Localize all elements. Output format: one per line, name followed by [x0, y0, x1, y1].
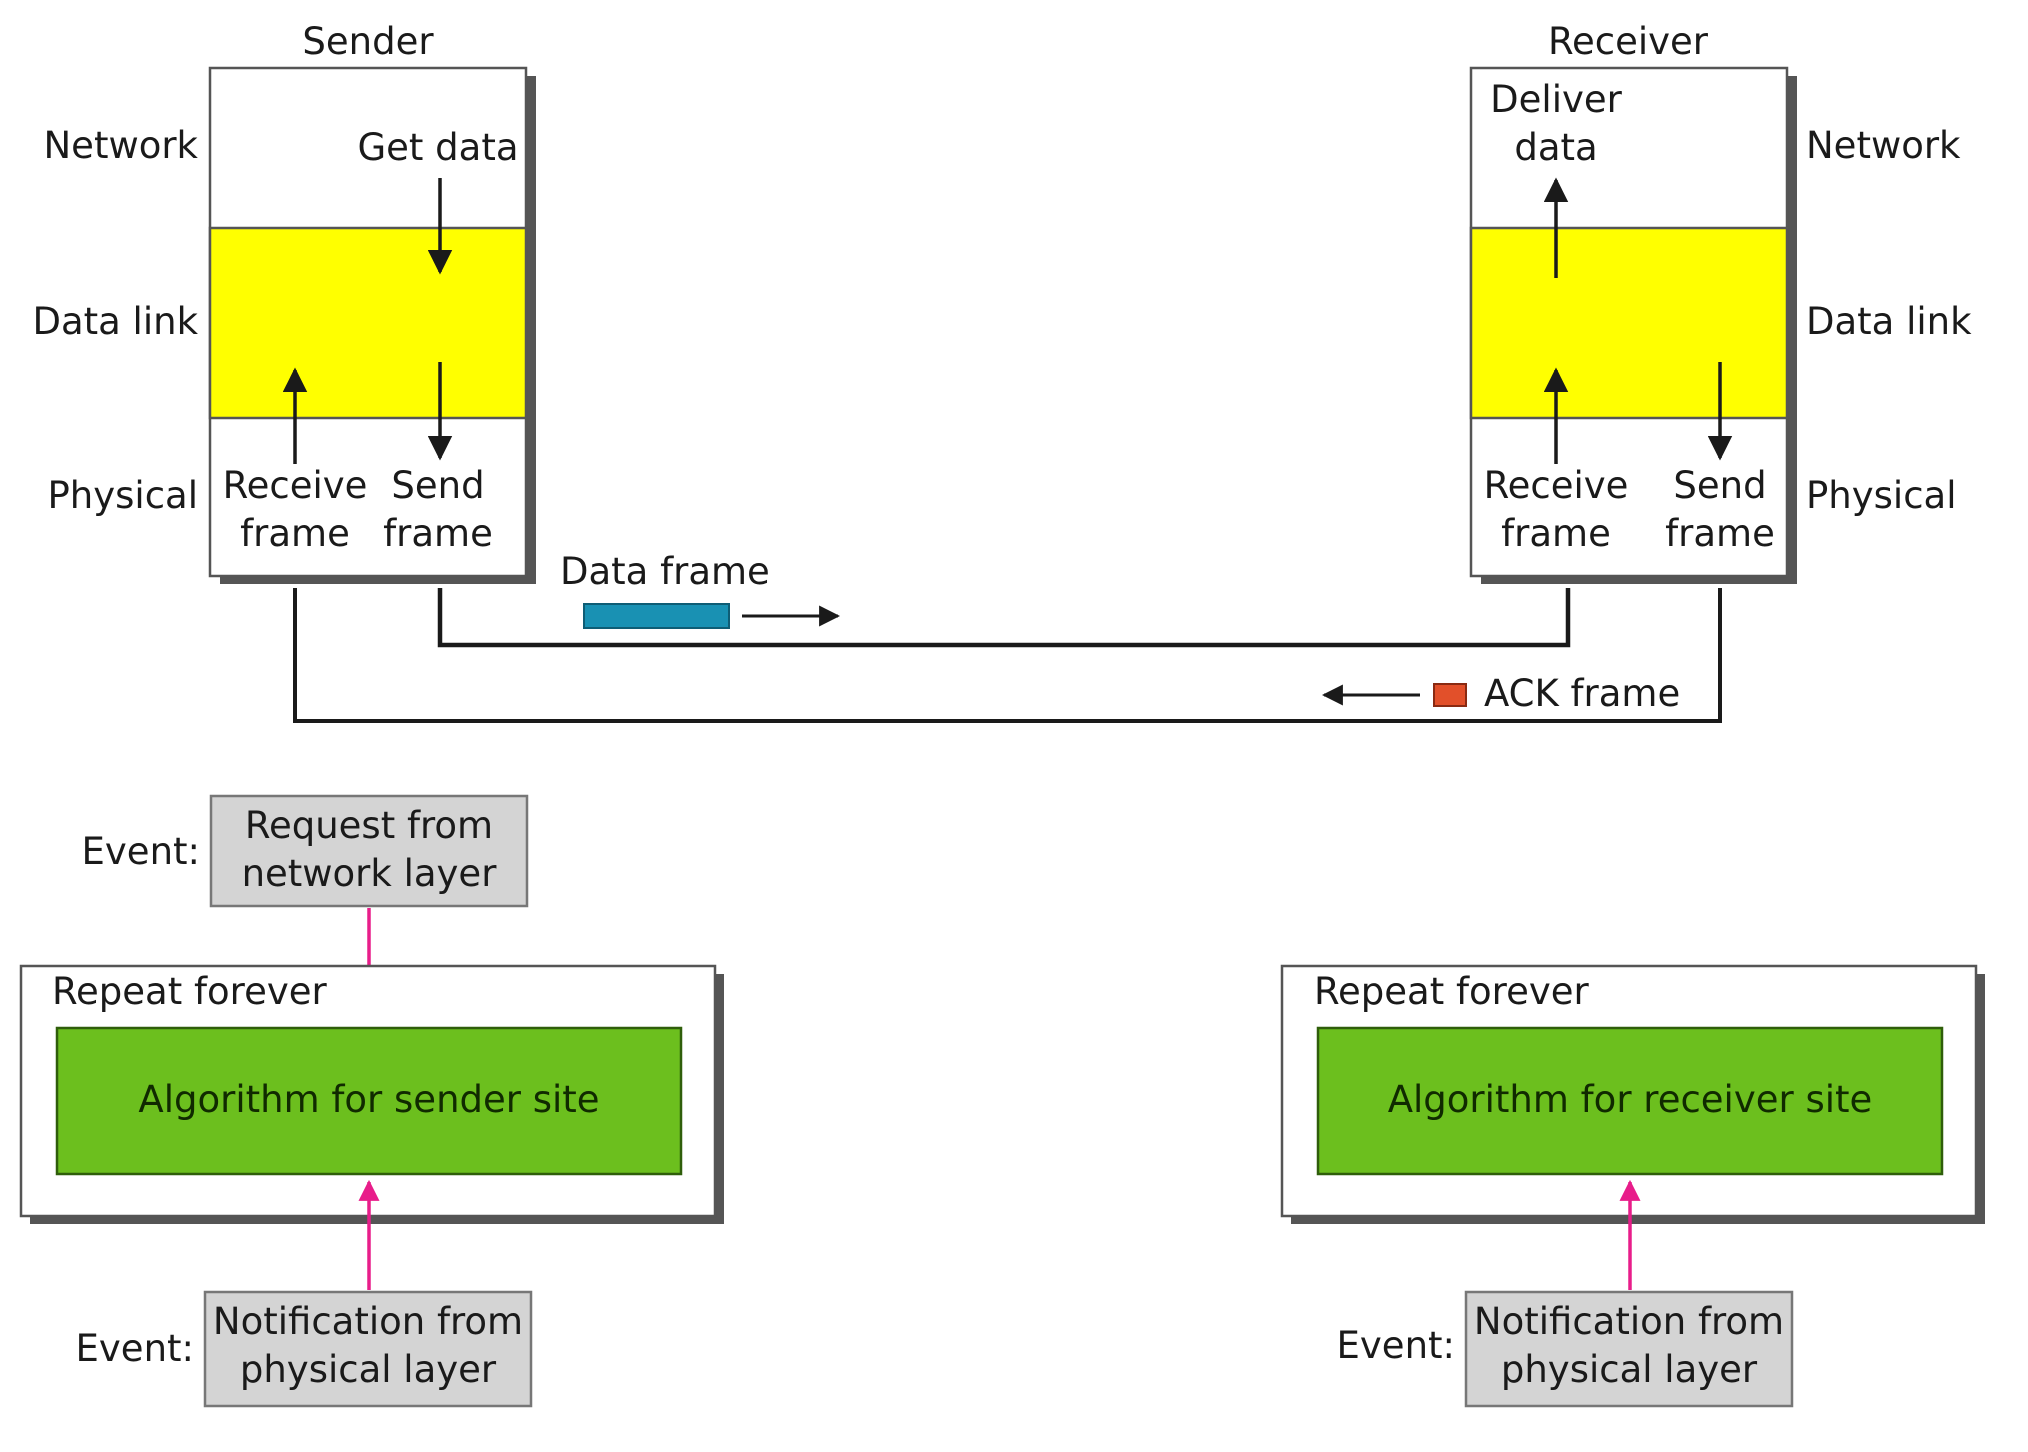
receiver-algorithm-label: Algorithm for receiver site [1388, 1078, 1873, 1121]
sender-stack: Sender Network Data link Physical Get da… [32, 20, 536, 584]
sender-send-frame-line2: frame [383, 512, 493, 555]
sender-receive-frame-line1: Receive [223, 464, 368, 507]
sender-physical-label: Physical [47, 474, 198, 517]
sender-top-event-line1: Request from [245, 804, 493, 847]
receiver-bottom-event-box [1464, 1290, 1794, 1408]
sender-algorithm-label: Algorithm for sender site [138, 1078, 599, 1121]
receiver-bottom-event-label: Event: [1337, 1324, 1455, 1367]
sender-title: Sender [302, 20, 434, 63]
sender-bottom-event-label: Event: [76, 1327, 194, 1370]
receiver-receive-frame-line2: frame [1501, 512, 1611, 555]
receiver-physical-label: Physical [1806, 474, 1957, 517]
data-frame-label: Data frame [560, 550, 770, 593]
receiver-deliver-data-line2: data [1514, 126, 1597, 169]
receiver-deliver-data-line1: Deliver [1490, 78, 1622, 121]
receiver-site: Repeat forever Algorithm for receiver si… [1280, 964, 1985, 1408]
sender-network-label: Network [44, 124, 199, 167]
sender-send-frame-line1: Send [391, 464, 484, 507]
data-frame-line [437, 588, 1571, 648]
data-frame-block [583, 603, 730, 629]
receiver-network-label: Network [1806, 124, 1961, 167]
sender-top-event-line2: network layer [242, 852, 498, 895]
sender-top-event-label: Event: [82, 830, 200, 873]
sender-get-data-label: Get data [357, 126, 518, 169]
ack-frame-label: ACK frame [1484, 672, 1680, 715]
receiver-data-link-layer [1469, 226, 1789, 420]
channel: Data frame ACK frame [293, 550, 1722, 723]
receiver-bottom-event-line2: physical layer [1501, 1348, 1758, 1391]
sender-top-event-box [209, 794, 529, 908]
receiver-stack: Receiver Network Data link Physical Deli… [1469, 20, 1972, 584]
sender-data-link-label: Data link [32, 300, 198, 343]
sender-repeat-label: Repeat forever [52, 970, 327, 1013]
receiver-algorithm-box [1316, 1026, 1944, 1176]
sender-bottom-event-line2: physical layer [240, 1348, 497, 1391]
sender-algorithm-box [55, 1026, 683, 1176]
sender-site: Event: Request from network layer Repeat… [19, 794, 724, 1408]
receiver-title: Receiver [1548, 20, 1709, 63]
receiver-send-frame-line2: frame [1665, 512, 1775, 555]
sender-bottom-event-box [203, 1290, 533, 1408]
sender-receive-frame-line2: frame [240, 512, 350, 555]
receiver-bottom-event-line1: Notification from [1474, 1300, 1784, 1343]
receiver-send-frame-line1: Send [1673, 464, 1766, 507]
ack-frame-block [1433, 683, 1467, 707]
receiver-data-link-label: Data link [1806, 300, 1972, 343]
sender-data-link-layer [208, 226, 528, 420]
ack-frame-line [293, 588, 1722, 723]
sender-bottom-event-line1: Notification from [213, 1300, 523, 1343]
receiver-receive-frame-line1: Receive [1484, 464, 1629, 507]
receiver-repeat-label: Repeat forever [1314, 970, 1589, 1013]
